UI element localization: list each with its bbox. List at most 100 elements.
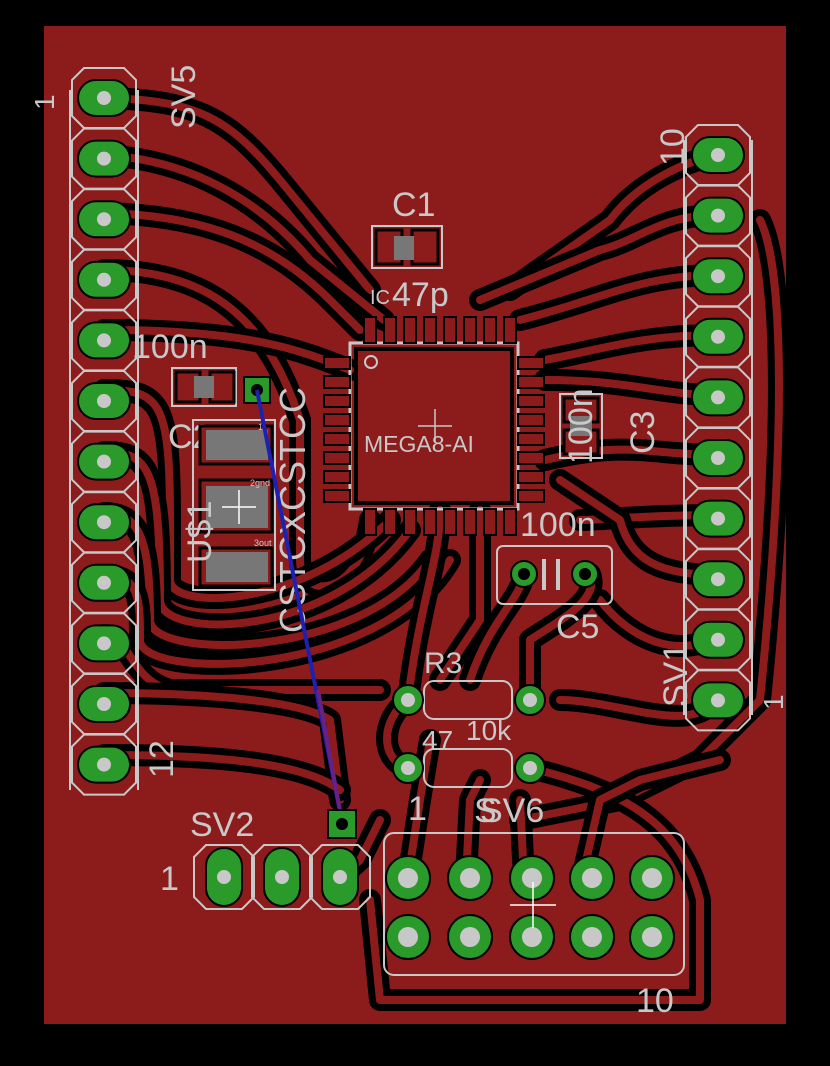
trace-27 [404, 506, 444, 704]
trace-30 [404, 736, 434, 882]
ic-pin-right [517, 375, 545, 389]
sv2-pin1-label: 1 [160, 860, 179, 898]
sv6-outline [383, 832, 685, 976]
ic-pin-top [363, 316, 377, 344]
sv6-header[interactable] [383, 832, 685, 976]
sv6-hole [460, 868, 480, 888]
c5-hole-right [579, 568, 591, 580]
c3-outline [559, 393, 603, 459]
trace-33 [578, 756, 724, 882]
sv1-header[interactable] [683, 124, 753, 732]
sv6-hole [582, 868, 602, 888]
sv5-pin1-hole [97, 91, 111, 105]
ic-pin-left [323, 451, 351, 465]
sv5-pin4-hole [97, 272, 111, 287]
ic-pin-right [517, 356, 545, 370]
us1-pad3-fill [206, 552, 268, 582]
sv6-hole [398, 927, 418, 947]
resistor-47[interactable] [392, 748, 546, 788]
c2-body [194, 376, 214, 398]
sv6-pin1-label: 1 [408, 790, 427, 828]
sv6-hole [522, 868, 542, 888]
sv5-pin7-hole [97, 454, 111, 469]
ic-pin-top [403, 316, 417, 344]
sv6-hole [582, 927, 602, 947]
sv5-pin12-label: 12 [143, 740, 181, 778]
resonator-label: CSTCXCSTCC [272, 387, 313, 633]
trace-28 [436, 506, 484, 684]
sv5-pin12-outline [71, 733, 137, 796]
c2-value: 100n [132, 328, 208, 366]
ic-pin-top [443, 316, 457, 344]
airwire-lower [316, 689, 344, 823]
ic-pin-left [323, 432, 351, 446]
ic-pin-bottom [383, 508, 397, 536]
c3-value: 100n [562, 388, 600, 464]
sv1-pin10-hole [711, 148, 725, 162]
sv5-pin10-hole [97, 636, 111, 651]
c1-body [394, 236, 414, 260]
ic-prefix: IC [370, 287, 390, 309]
sv5-pin2-hole [97, 151, 111, 166]
r47-hole-right [523, 761, 537, 775]
trace-29 [366, 764, 704, 1004]
us1-pad1-fill [206, 430, 268, 460]
r3-hole-left [401, 693, 415, 707]
ic-pin-right [517, 451, 545, 465]
trace-23 [516, 216, 783, 824]
c1-capacitor[interactable] [371, 225, 443, 269]
ic-pin-left [323, 470, 351, 484]
sv1-pin3-hole [711, 572, 725, 587]
c1-outline [371, 225, 443, 269]
ic-pin-left [323, 394, 351, 408]
sv5-pin6-hole [97, 394, 111, 408]
ic-pin-right [517, 394, 545, 408]
r3-label: R3 [424, 647, 462, 680]
sv1-pin9-hole [711, 208, 725, 223]
sv5-header[interactable] [69, 67, 139, 796]
c3-capacitor[interactable] [559, 393, 603, 459]
ic-pin-top [483, 316, 497, 344]
c2-outline [171, 367, 237, 407]
sv6-hole [522, 927, 542, 947]
sv5-pin5-hole [97, 333, 111, 348]
c5-hole-left [518, 568, 530, 580]
c2-capacitor[interactable] [171, 367, 237, 407]
r47-hole-left [401, 761, 415, 775]
sv5-pin1-label: 1 [29, 94, 60, 110]
ic-pin-left [323, 356, 351, 370]
ic-pin-top [503, 316, 517, 344]
sv5-pin3-hole [97, 212, 111, 227]
sv5-pin8-hole [97, 515, 111, 530]
sv2-via-hole [336, 818, 348, 830]
sv1-pin1-hole [711, 693, 725, 708]
sv1-pin7-hole [711, 329, 725, 344]
sv2-via [327, 809, 357, 839]
resonator-us1[interactable] [192, 419, 276, 591]
sv2-header[interactable] [193, 844, 371, 910]
sv1-pin10-label: 10 [654, 128, 692, 166]
c5-capacitor[interactable] [496, 545, 613, 605]
c3-label: C3 [624, 411, 662, 454]
sv6-hole [642, 868, 662, 888]
trace-3 [100, 209, 364, 334]
sv1-pin1-outline [685, 669, 751, 732]
trace-7 [100, 448, 414, 629]
ic-pin-right [517, 489, 545, 503]
sv6-label: SV6 [480, 792, 544, 830]
trace-1 [100, 94, 374, 294]
sv5-pin11-hole [97, 697, 111, 711]
ic-pin-right [517, 413, 545, 427]
sv1-pin5-hole [711, 451, 725, 465]
sv6-overlap-label: S [474, 792, 497, 830]
c1-pad-right [410, 228, 440, 266]
ic-pin-left [323, 489, 351, 503]
sv1-pin2-hole [711, 632, 725, 647]
ic-pin1-dot [364, 355, 378, 369]
trace-12 [100, 751, 344, 794]
sv6-hole [642, 927, 662, 947]
c1-label: C1 [392, 186, 435, 224]
mega8-ic[interactable] [323, 316, 545, 536]
r3-resistor[interactable] [392, 680, 546, 720]
